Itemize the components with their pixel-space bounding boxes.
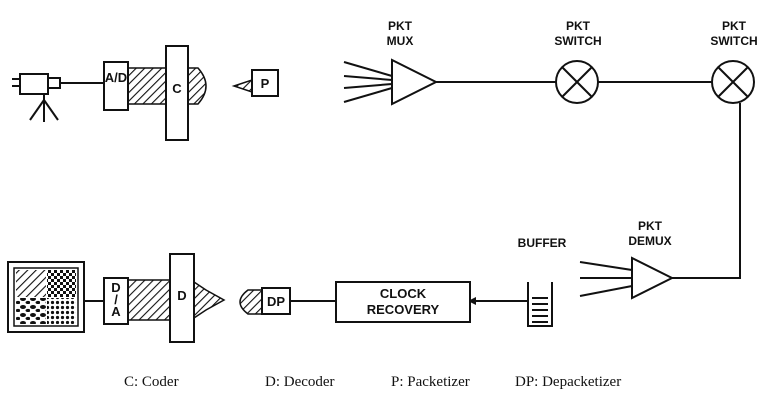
pkt-mux-label-1: PKT bbox=[388, 19, 413, 33]
depacketizer-label: DP bbox=[267, 294, 285, 309]
pkt-switch-1: PKT SWITCH bbox=[554, 19, 602, 104]
pkt-switch-2: PKT SWITCH bbox=[710, 19, 758, 104]
da-label-3: A bbox=[111, 304, 121, 319]
clock-recovery-block: CLOCK RECOVERY bbox=[335, 281, 471, 323]
ad-label: A/D bbox=[105, 70, 127, 85]
pkt-switch-1-label-1: PKT bbox=[566, 19, 591, 33]
coder-block: C bbox=[127, 45, 207, 141]
pkt-demux-label-1: PKT bbox=[638, 219, 663, 233]
switch2-to-demux-line bbox=[672, 103, 741, 279]
da-label-1: D bbox=[111, 280, 120, 295]
pkt-mux: PKT MUX bbox=[343, 19, 439, 106]
clock-recovery-label-2: RECOVERY bbox=[367, 302, 440, 317]
pkt-mux-label-2: MUX bbox=[387, 34, 414, 48]
legend-coder: C: Coder bbox=[124, 374, 179, 390]
pkt-switch-2-label-1: PKT bbox=[722, 19, 747, 33]
video-camera-icon bbox=[12, 73, 61, 122]
monitor-icon bbox=[7, 261, 85, 333]
pkt-demux: PKT DEMUX bbox=[579, 219, 675, 300]
pkt-demux-label-2: DEMUX bbox=[628, 234, 671, 248]
da-label-2: / bbox=[114, 292, 118, 307]
buffer: BUFFER bbox=[518, 236, 567, 327]
packetizer-block: P bbox=[231, 69, 279, 97]
decoder-block: D bbox=[127, 253, 226, 343]
coder-label: C bbox=[172, 81, 182, 96]
ad-converter-box: A/D bbox=[103, 61, 129, 111]
legend-packetizer: P: Packetizer bbox=[391, 374, 470, 390]
da-converter-box: D / A bbox=[103, 277, 129, 325]
legend: C: Coder D: Decoder P: Packetizer DP: De… bbox=[124, 374, 621, 390]
legend-depacketizer: DP: Depacketizer bbox=[515, 374, 621, 390]
depacketizer-block: DP bbox=[239, 287, 291, 315]
clock-recovery-label-1: CLOCK bbox=[380, 286, 427, 301]
packetizer-label: P bbox=[261, 76, 270, 91]
buffer-label: BUFFER bbox=[518, 236, 567, 250]
decoder-label: D bbox=[177, 288, 186, 303]
pkt-switch-2-label-2: SWITCH bbox=[710, 34, 757, 48]
pkt-switch-1-label-2: SWITCH bbox=[554, 34, 601, 48]
buffer-to-clock-arrow bbox=[468, 297, 476, 305]
legend-decoder: D: Decoder bbox=[265, 374, 335, 390]
